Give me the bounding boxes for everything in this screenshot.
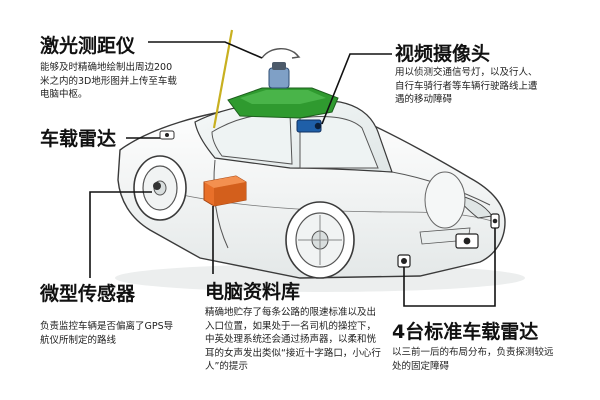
- laser-rangefinder-desc: 能够及时精确地绘制出周边200米之内的3D地形图并上传至车载电脑中枢。: [40, 62, 177, 100]
- laser-rangefinder-title: 激光测距仪: [40, 35, 136, 57]
- lidar-device: [261, 48, 301, 89]
- micro-sensor-title: 微型传感器: [40, 283, 136, 305]
- roof-sensor-top: [240, 90, 326, 104]
- front-radar-2: [455, 233, 479, 249]
- video-camera-desc: 用以侦测交通信号灯，以及行人、自行车骑行者等车辆行驶路线上遭遇的移动障碍: [395, 67, 538, 105]
- video-camera-lens: [314, 122, 322, 130]
- computer-database-title: 电脑资料库: [205, 281, 301, 303]
- four-radars-title: 4台标准车载雷达: [392, 321, 539, 343]
- leader-radar4: [403, 228, 496, 307]
- micro-sensor: [153, 182, 161, 190]
- front-wheel: [285, 201, 355, 279]
- computer-database-desc: 精确地贮存了每条公路的限速标准以及出入口位置，如果处于一名司机的操控下，中英处理…: [205, 307, 381, 372]
- front-radar-3: [490, 213, 500, 229]
- antenna: [212, 29, 234, 129]
- video-camera-title: 视频摄像头: [395, 43, 491, 65]
- leader-sensor: [89, 191, 152, 278]
- far-wheel: [424, 171, 466, 229]
- micro-sensor-desc: 负责监控车辆是否偏离了GPS导航仪所制定的路线: [40, 321, 174, 346]
- computer-box: [203, 175, 247, 207]
- car-radar-title: 车载雷达: [40, 128, 117, 150]
- front-radar-1: [397, 254, 411, 268]
- leader-video: [321, 53, 392, 125]
- leader-laser: [148, 41, 263, 59]
- four-radars-desc: 以三前一后的布局分布，负责探测较远处的固定障碍: [392, 347, 554, 372]
